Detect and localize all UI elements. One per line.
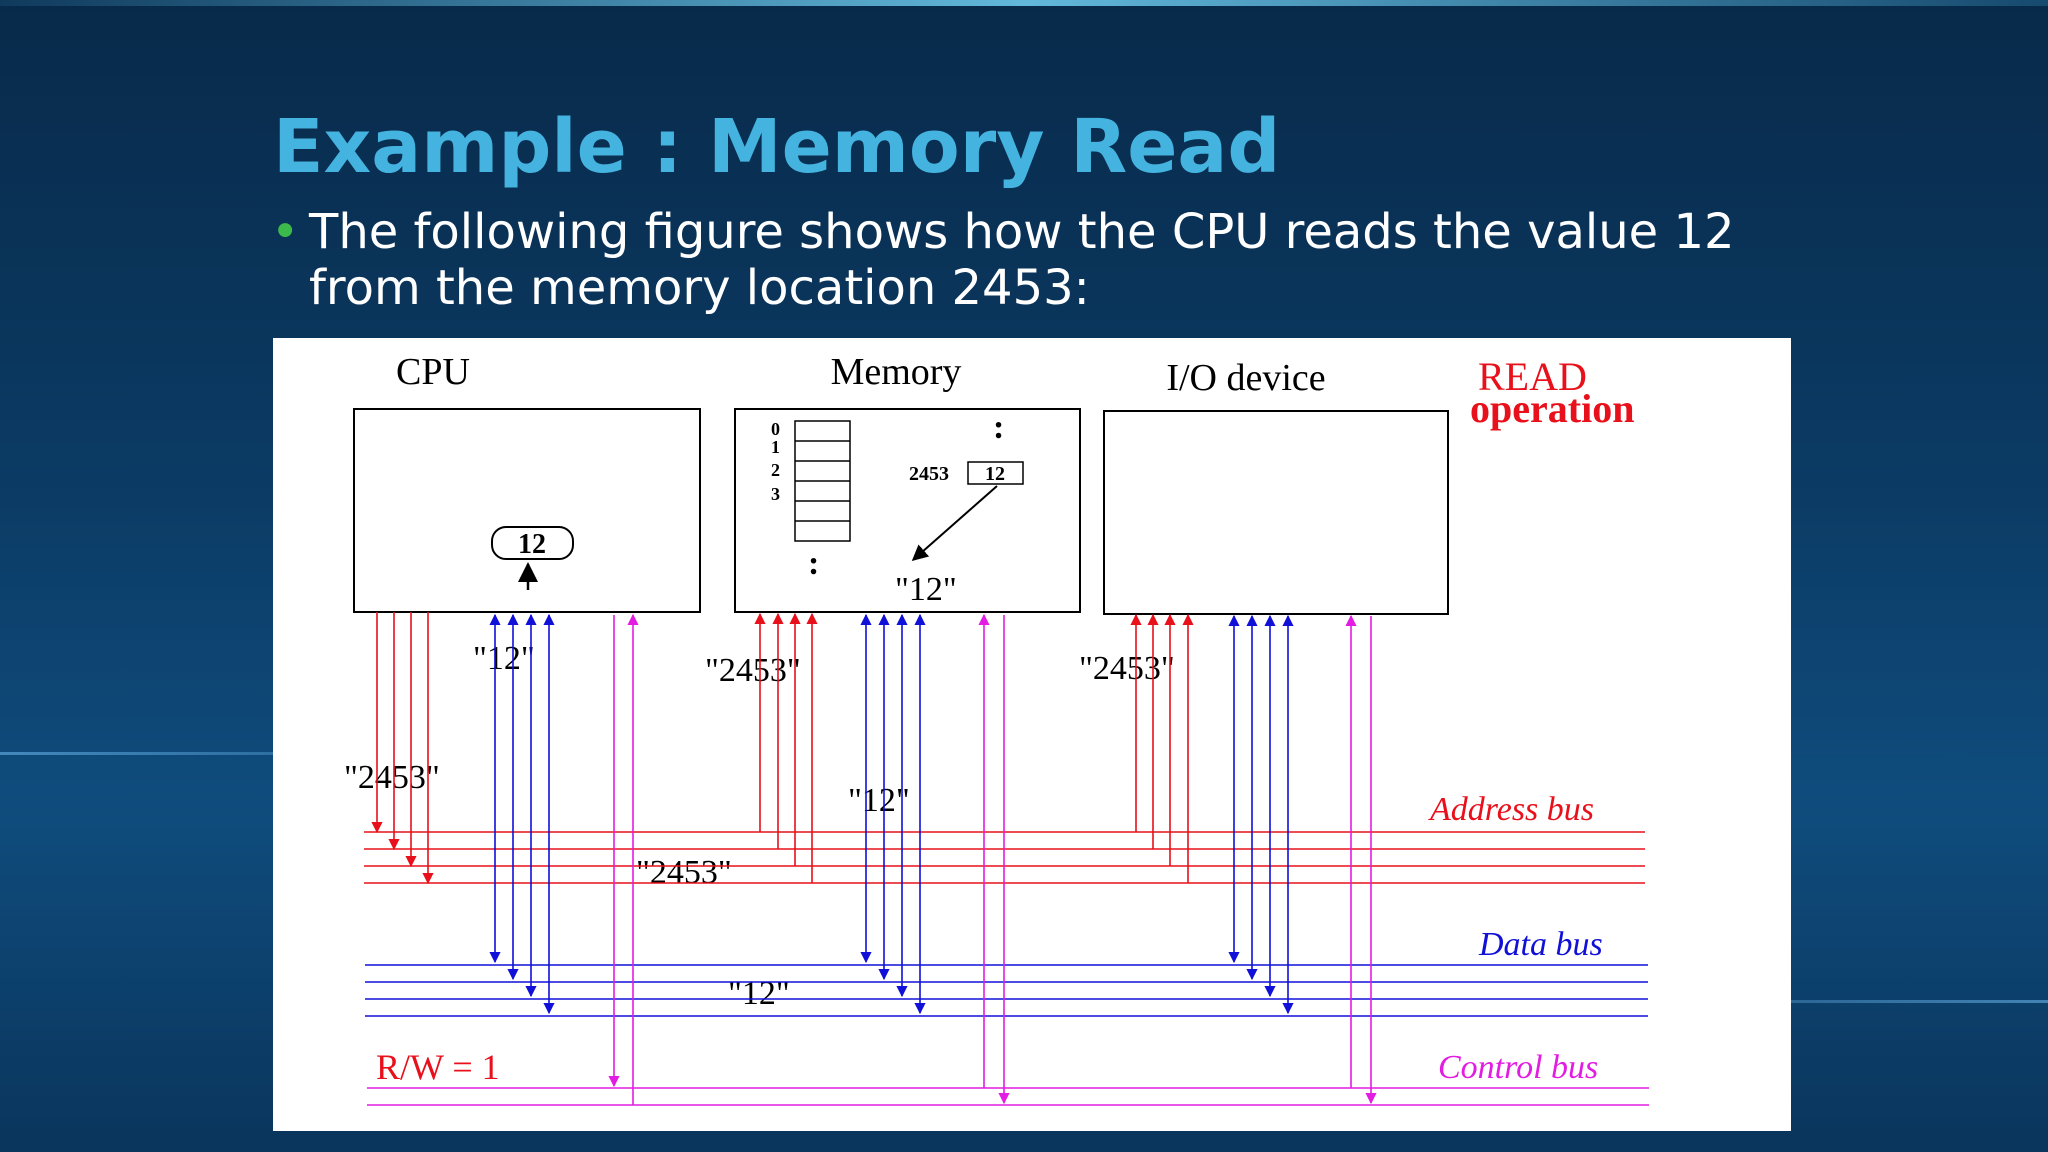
memory-address-2: 2: [771, 460, 780, 480]
memory-data-quote: "12": [848, 782, 910, 819]
cpu-register: [491, 526, 574, 560]
io-device-box: [1103, 410, 1449, 615]
slide-title: Example : Memory Read: [273, 104, 1281, 190]
memory-dots-top: :: [993, 409, 1004, 446]
cpu-register-value: 12: [518, 529, 546, 560]
data-bus-label: Data bus: [1478, 926, 1603, 963]
rw-label: R/W = 1: [376, 1047, 500, 1087]
io-device-label: I/O device: [1166, 357, 1325, 399]
data-bus-quote: "12": [728, 975, 790, 1012]
address-bus-quote: "2453": [636, 854, 732, 891]
memory-read-arrow: [911, 485, 998, 562]
cpu-data-quote: "12": [473, 640, 535, 677]
background-streak-top: [0, 0, 2048, 6]
memory-dots-bottom: :: [808, 545, 819, 582]
cpu-address-quote: "2453": [344, 759, 440, 796]
memory-address-3: 3: [771, 484, 780, 504]
control-bus-label: Control bus: [1438, 1049, 1598, 1086]
memory-box: [734, 408, 1081, 613]
read-operation-label-line2: operation: [1470, 386, 1634, 431]
target-cell: [967, 461, 1024, 485]
memory-read-diagram: CPU Memory I/O device READ operation 12: [273, 338, 1791, 1131]
cpu-box: [353, 408, 701, 613]
io-address-quote: "2453": [1079, 650, 1175, 687]
memory-label: Memory: [831, 351, 962, 393]
cpu-label: CPU: [396, 351, 470, 393]
memory-address-1: 1: [771, 437, 780, 457]
bullet-text: The following figure shows how the CPU r…: [309, 204, 1735, 316]
read-operation-label-line1: READ: [1478, 354, 1587, 399]
memory-cell-stack: [794, 420, 851, 542]
memory-value-quote: "12": [895, 571, 957, 608]
memory-address-0: 0: [771, 419, 780, 439]
target-address: 2453: [909, 463, 949, 485]
diagram-canvas: CPU Memory I/O device READ operation 12: [344, 351, 1649, 1106]
control-bus-lines: [367, 613, 1649, 1106]
data-bus-lines: [365, 613, 1648, 1017]
memory-address-quote: "2453": [705, 652, 801, 689]
address-bus-label: Address bus: [1428, 791, 1594, 828]
bullet-dot-icon: •: [271, 204, 300, 260]
target-value: 12: [985, 463, 1005, 485]
